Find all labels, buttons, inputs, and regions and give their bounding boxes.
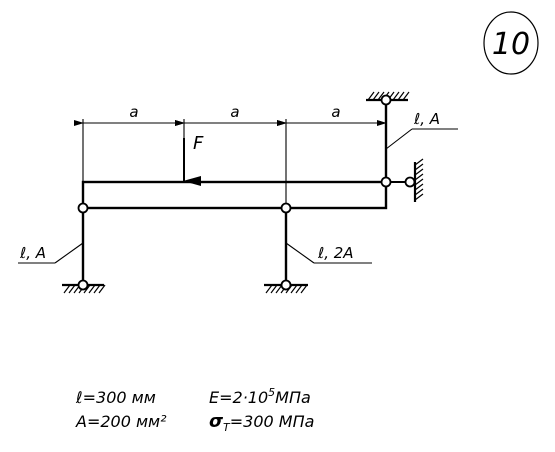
given-area: A=200 мм² (75, 412, 167, 431)
given-yield-stress: σТ=300 МПа (209, 411, 314, 434)
rod-left-label: ℓ, A (19, 244, 46, 262)
ground-support-top (366, 91, 410, 106)
given-length: ℓ=300 мм (75, 388, 156, 407)
pin-left-beam (77, 202, 89, 214)
rod-left: ℓ, A (18, 202, 106, 294)
given-modulus-unit: МПа (275, 388, 311, 407)
rod-middle-label: ℓ, 2A (317, 244, 354, 262)
given-modulus-prefix: E=2·10 (209, 388, 268, 407)
given-yield-subscript: Т (223, 421, 231, 434)
dimension-label-3: a (331, 103, 340, 121)
dimension-label-2: a (230, 103, 239, 121)
pin-middle-beam (280, 202, 292, 214)
given-yield-value: =300 МПа (230, 412, 315, 431)
problem-number-badge: 10 (483, 11, 539, 75)
rod-right: ℓ, A (366, 91, 458, 188)
force-arrow: F (183, 133, 204, 186)
leader-right (385, 128, 413, 150)
ground-support-side (390, 158, 424, 202)
leader-left (54, 242, 84, 264)
rod-right-label: ℓ, A (413, 110, 440, 128)
given-yield-symbol: σ (209, 411, 224, 432)
rod-middle: ℓ, 2A (264, 202, 372, 294)
dimension-lines: a a a (74, 103, 387, 208)
rigid-beam (81, 180, 388, 210)
leader-middle (285, 242, 315, 264)
pin-right-beam (380, 176, 392, 188)
given-data: ℓ=300 мм A=200 мм² E=2·105МПа σТ=300 МПа (75, 386, 314, 434)
problem-number: 10 (492, 27, 530, 62)
ground-support-left (62, 279, 106, 294)
dimension-label-1: a (129, 103, 138, 121)
force-label: F (193, 133, 204, 154)
given-modulus-exponent: 5 (268, 386, 275, 399)
ground-support-middle (264, 279, 308, 294)
given-modulus: E=2·105МПа (209, 386, 311, 407)
